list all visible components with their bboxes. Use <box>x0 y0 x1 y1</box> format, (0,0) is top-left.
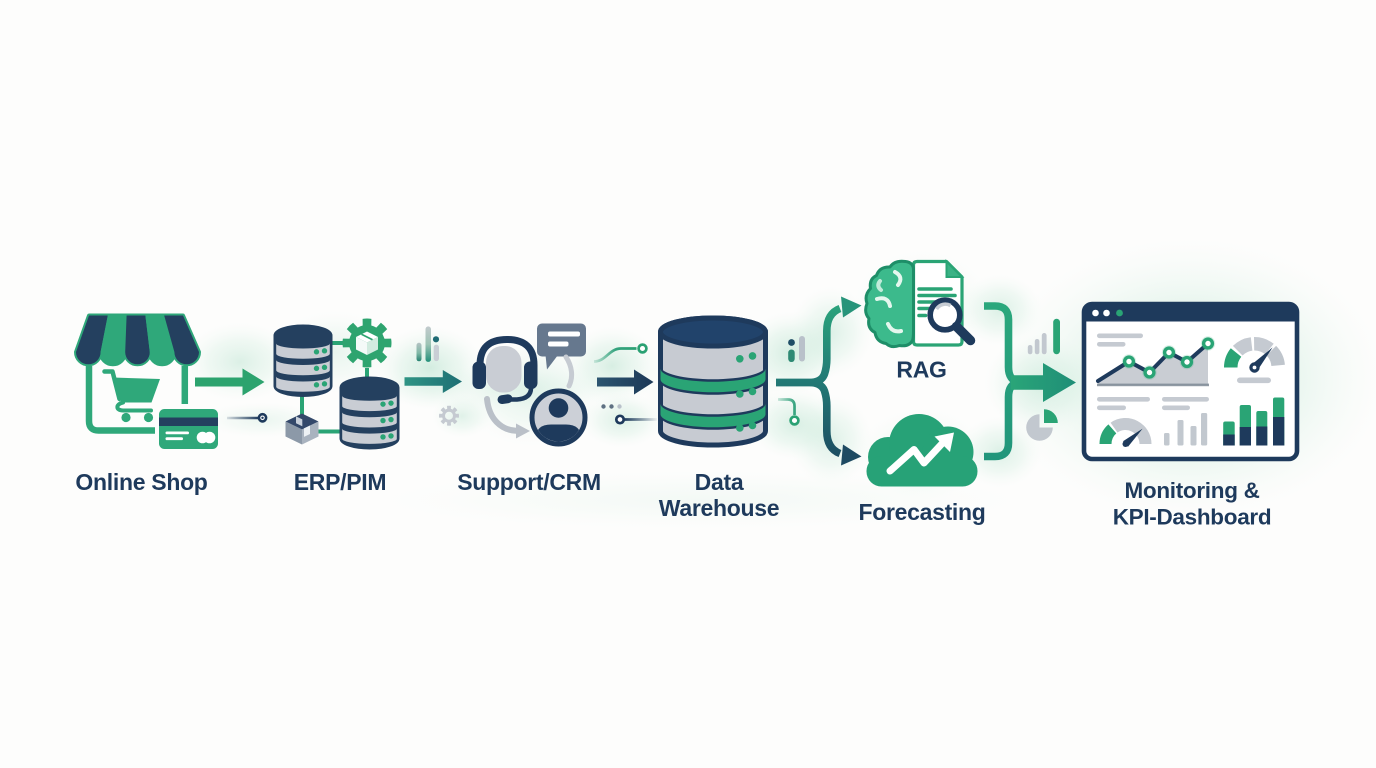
svg-text:Data: Data <box>695 469 744 495</box>
svg-text:Forecasting: Forecasting <box>858 499 985 525</box>
svg-text:ERP/PIM: ERP/PIM <box>294 469 386 495</box>
svg-text:Warehouse: Warehouse <box>659 495 779 521</box>
svg-text:KPI-Dashboard: KPI-Dashboard <box>1113 505 1272 530</box>
svg-text:Online Shop: Online Shop <box>75 469 207 495</box>
svg-text:Monitoring &: Monitoring & <box>1124 478 1259 503</box>
svg-text:RAG: RAG <box>896 357 946 383</box>
svg-text:Support/CRM: Support/CRM <box>457 469 601 495</box>
